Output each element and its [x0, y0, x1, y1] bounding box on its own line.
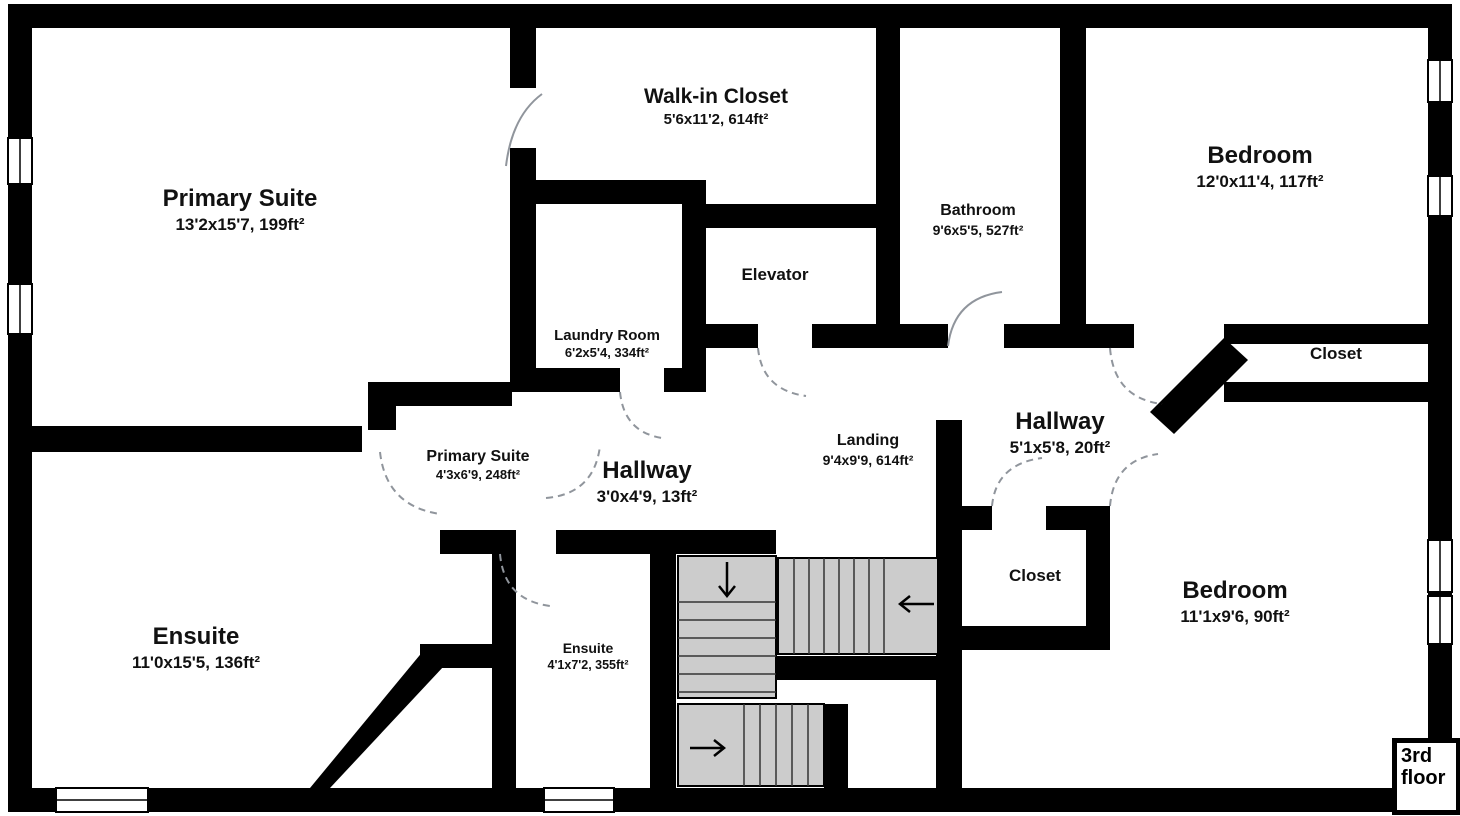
wall-lower-run-right [824, 704, 848, 788]
room-name: Hallway [1015, 408, 1105, 435]
room-dims: 4'3x6'9, 248ft² [435, 467, 521, 483]
room-name: Primary Suite [426, 448, 530, 465]
room-name: Elevator [741, 265, 809, 284]
room-name: Landing [836, 432, 900, 449]
door-arc-bedroom-br [1109, 453, 1159, 507]
wall-primary-ensuite-divider [8, 426, 362, 452]
door-arc-bathroom [947, 291, 1003, 347]
wall-elevator-top [682, 204, 876, 228]
wall-closet-tr-top [1224, 324, 1428, 344]
room-dims: 11'1x9'6, 90ft² [1180, 606, 1290, 626]
room-label-ensuite-left: Ensuite 11'0x15'5, 136ft² [132, 623, 260, 674]
stairs-right-arrow-icon [690, 739, 727, 757]
room-name: Closet [1009, 566, 1061, 585]
room-label-bedroom-bottom-right: Bedroom 11'1x9'6, 90ft² [1180, 577, 1289, 628]
wall-closet-bathroom-divider [876, 28, 900, 348]
room-dims: 13'2x15'7, 199ft² [175, 214, 305, 234]
wall-ensuite-diagonal [310, 650, 444, 788]
wall-elevator-bottom-left [706, 324, 758, 348]
room-name: Laundry Room [554, 327, 660, 344]
room-dims: 5'1x5'8, 20ft² [1009, 437, 1111, 457]
wall-laundry-bottom-right [664, 368, 706, 392]
wall-bathroom-bottom-left [900, 324, 948, 348]
wall-landing-hallway-divider [936, 420, 962, 788]
exterior-wall-right [1428, 4, 1452, 812]
wall-closet-middle-bottom [936, 626, 1110, 650]
room-dims: 11'0x15'5, 136ft² [131, 652, 261, 672]
room-name: Primary Suite [162, 185, 318, 212]
room-name: Ensuite [562, 640, 614, 656]
room-dims: 12'0x11'4, 117ft² [1196, 171, 1324, 191]
stairs-horizontal-run [777, 557, 939, 655]
room-dims: 9'4x9'9, 614ft² [822, 452, 914, 469]
room-label-laundry-room: Laundry Room 6'2x5'4, 334ft² [554, 327, 660, 362]
wall-hallway-top-nub [1086, 324, 1134, 348]
room-label-ensuite-small: Ensuite 4'1x7'2, 355ft² [548, 640, 629, 673]
wall-laundry-right [682, 204, 706, 392]
wall-stairs-bottom [776, 656, 944, 680]
walls [8, 4, 1452, 812]
staircase [677, 555, 939, 787]
room-label-primary-suite-closet: Primary Suite 4'3x6'9, 248ft² [426, 448, 529, 484]
wall-walkin-left-top [510, 28, 536, 88]
wall-diagonal-hallway-closet [1150, 338, 1248, 434]
room-label-bedroom-top-right: Bedroom 12'0x11'4, 117ft² [1196, 142, 1323, 193]
windows [7, 59, 1453, 813]
room-dims: 9'6x5'5, 527ft² [932, 222, 1024, 239]
room-dims: 4'1x7'2, 355ft² [547, 658, 629, 673]
wall-hallway-bottom-left [440, 530, 500, 554]
wall-ensuite-small-top-left [420, 644, 496, 668]
wall-psc-corner-nub [368, 382, 396, 430]
room-label-walk-in-closet: Walk-in Closet 5'6x11'2, 614ft² [644, 85, 788, 130]
room-name: Closet [1310, 344, 1362, 363]
wall-laundry-bottom-left [510, 368, 620, 392]
door-arc-bedroom-tr [1109, 347, 1163, 405]
door-arc-primary-closet-b [545, 445, 601, 499]
wall-closet-middle-right [1086, 506, 1110, 650]
wall-stairwell-left [650, 530, 676, 788]
room-label-elevator: Elevator [741, 265, 808, 285]
stairs-down-arrow-icon [718, 562, 736, 599]
wall-ensuite-small-left [492, 530, 516, 788]
room-dims: 6'2x5'4, 334ft² [564, 345, 650, 361]
room-label-closet-middle: Closet [1009, 566, 1061, 586]
room-label-bathroom: Bathroom 9'6x5'5, 527ft² [933, 202, 1024, 240]
room-dims: 5'6x11'2, 614ft² [663, 111, 769, 129]
room-name: Bedroom [1207, 142, 1313, 169]
floor-badge-line1: 3rd [1401, 745, 1433, 767]
room-label-primary-suite: Primary Suite 13'2x15'7, 199ft² [163, 185, 318, 236]
floor-badge-line2: floor [1401, 766, 1446, 789]
wall-elevator-bottom-right [812, 324, 876, 348]
wall-closet-middle-top-left [962, 506, 992, 530]
stairs-left-arrow-icon [897, 595, 934, 613]
room-dims: 3'0x4'9, 13ft² [596, 486, 698, 506]
wall-closet-tr-bottom [1224, 382, 1428, 402]
room-name: Bathroom [940, 202, 1016, 219]
exterior-wall-bottom [8, 788, 1452, 812]
door-arc-elevator [757, 347, 807, 397]
room-label-closet-top-right: Closet [1310, 344, 1362, 364]
door-arc-laundry [619, 391, 663, 439]
room-name: Ensuite [152, 623, 240, 650]
room-label-landing: Landing 9'4x9'9, 614ft² [823, 432, 914, 470]
room-name: Walk-in Closet [644, 85, 788, 108]
room-label-hallway-center: Hallway 3'0x4'9, 13ft² [597, 457, 698, 508]
floor-badge: 3rd floor [1392, 738, 1460, 815]
room-name: Hallway [602, 457, 692, 484]
stairs-vertical-run [677, 555, 777, 699]
door-arc-closet-middle [991, 457, 1043, 507]
wall-bathroom-bedroom-divider [1060, 28, 1086, 348]
room-label-hallway-right: Hallway 5'1x5'8, 20ft² [1010, 408, 1111, 459]
door-swings [379, 93, 1163, 607]
exterior-wall-left [8, 4, 32, 812]
stairs-lower-run [677, 703, 825, 787]
wall-walkin-bottom [510, 180, 706, 204]
room-name: Bedroom [1182, 577, 1288, 604]
exterior-wall-top [8, 4, 1452, 28]
door-arc-walkin-closet [505, 93, 543, 167]
door-arc-ensuite-small [499, 553, 551, 607]
